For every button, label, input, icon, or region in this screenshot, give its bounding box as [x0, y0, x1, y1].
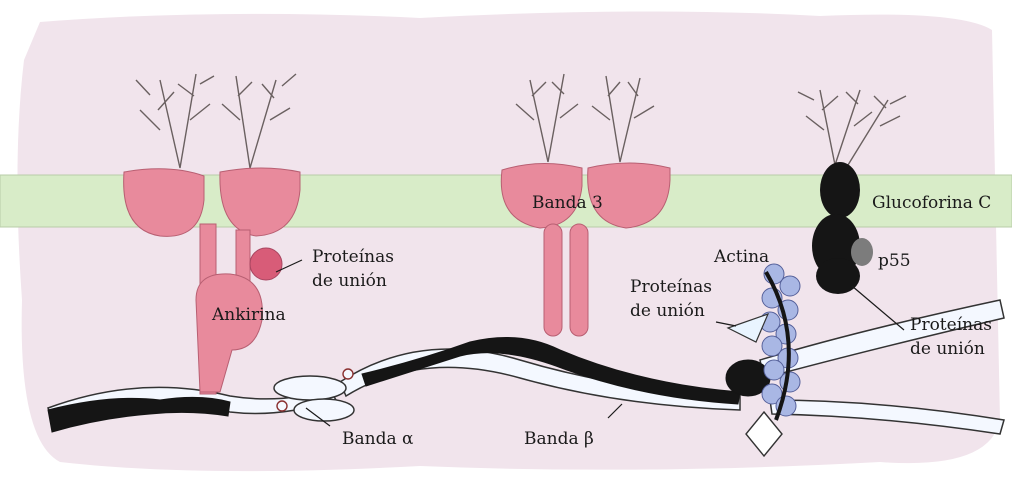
- label-proteinas-union-left-2: de unión: [312, 271, 387, 291]
- label-p55: p55: [878, 251, 911, 271]
- proteinas-de-union-left-shape: [250, 248, 282, 280]
- label-banda-beta: Banda β: [524, 429, 594, 449]
- label-proteinas-union-right-2: de unión: [910, 339, 985, 359]
- label-proteinas-union-left-1: Proteínas: [312, 247, 394, 267]
- label-proteinas-union-mid-1: Proteínas: [630, 277, 712, 297]
- p55-protein: [851, 238, 873, 266]
- label-banda-3: Banda 3: [532, 193, 603, 213]
- label-glucoforina-c: Glucoforina C: [872, 193, 991, 213]
- label-actina: Actina: [713, 247, 769, 267]
- label-proteinas-union-right-1: Proteínas: [910, 315, 992, 335]
- label-proteinas-union-mid-2: de unión: [630, 301, 705, 321]
- label-banda-alpha: Banda α: [342, 429, 414, 449]
- label-ankirina: Ankirina: [211, 305, 286, 325]
